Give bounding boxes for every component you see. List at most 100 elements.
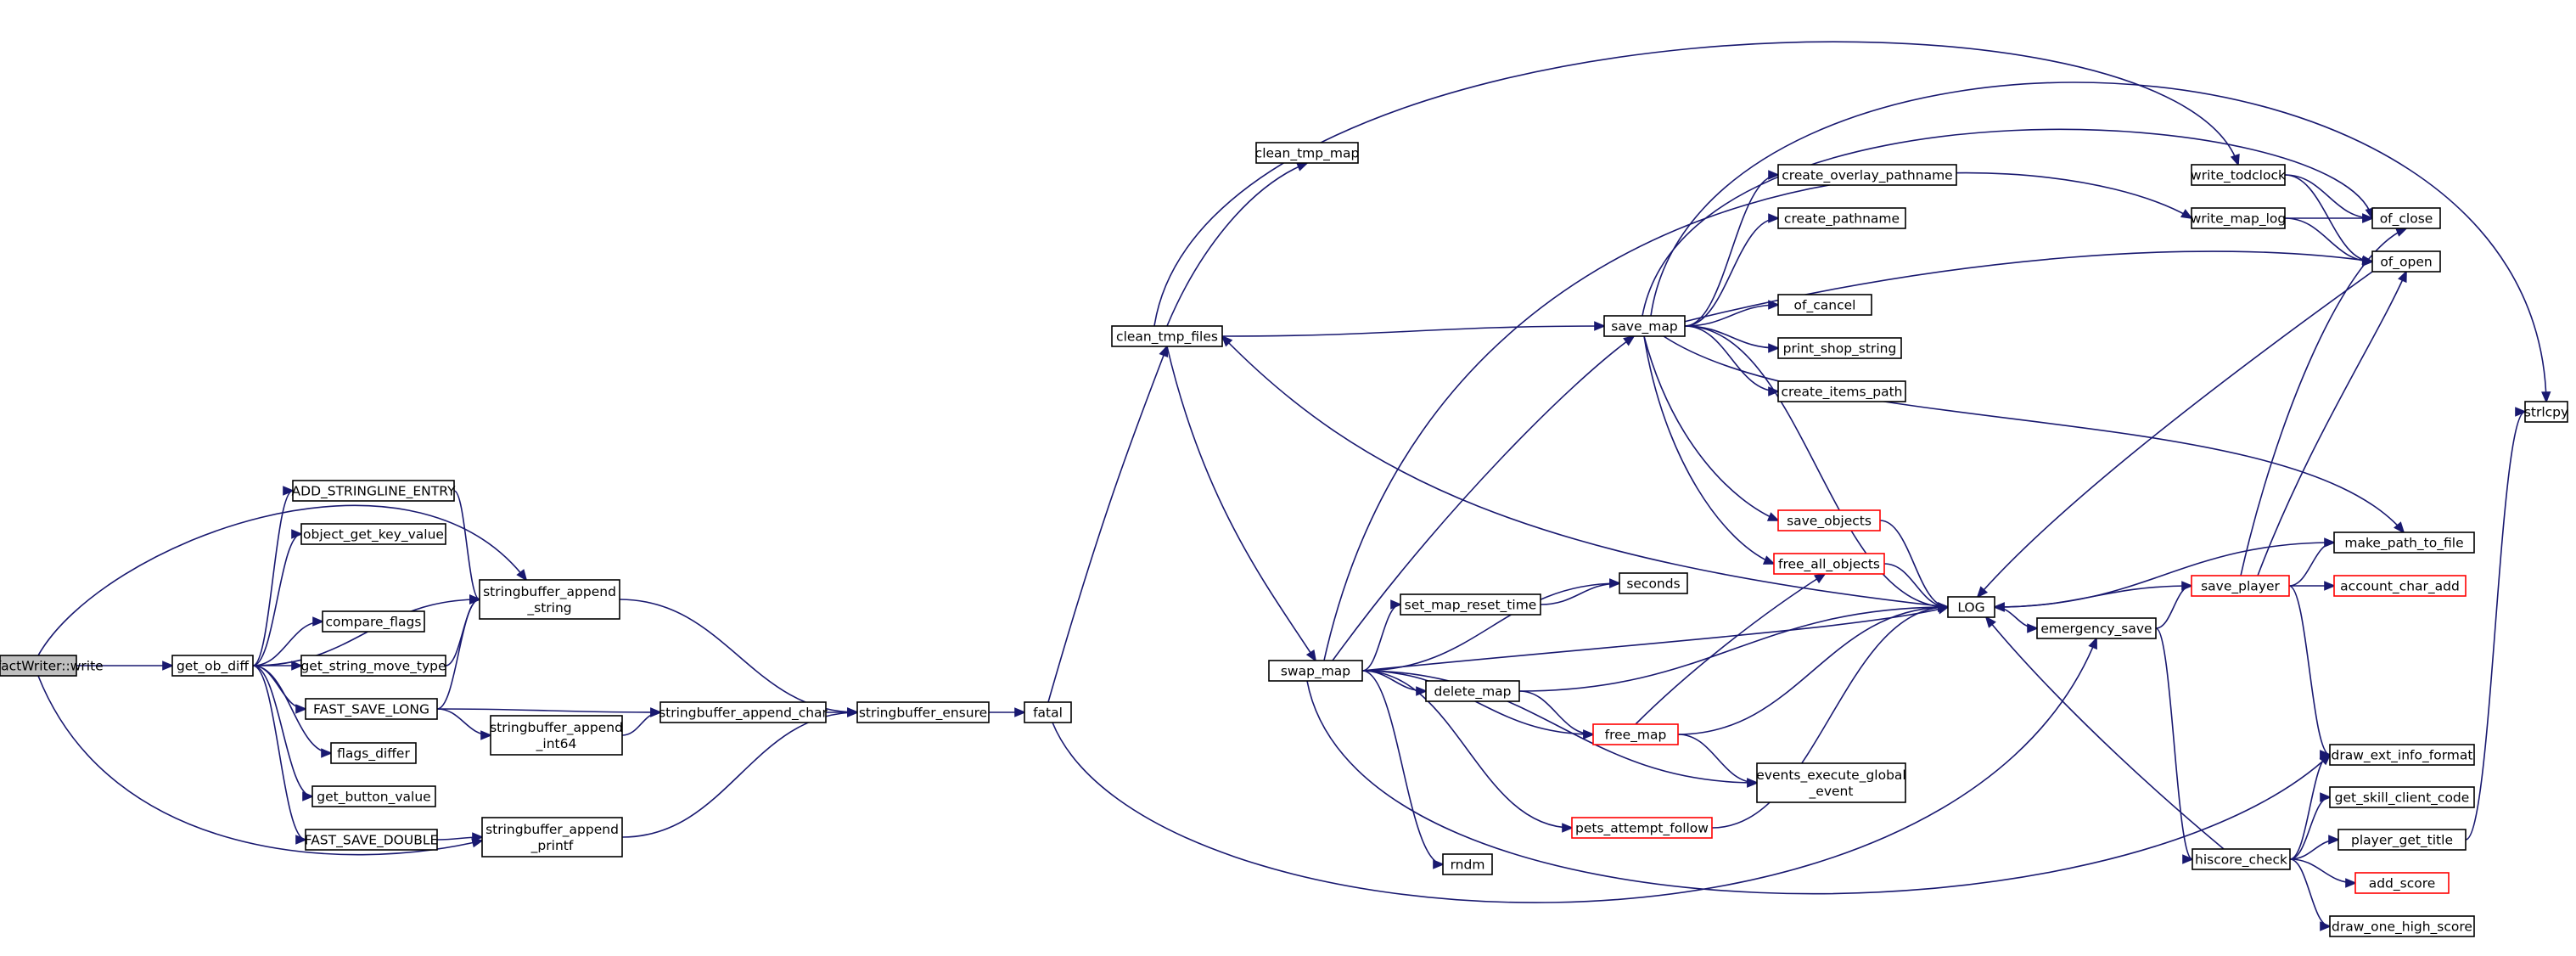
node-save-map[interactable]: save_map <box>1603 315 1686 337</box>
node-label: FAST_SAVE_DOUBLE <box>305 833 439 849</box>
node-box <box>2333 575 2467 597</box>
node-artifactwriter-write[interactable]: ArtifactWriter::write <box>0 655 104 677</box>
node-label: free_map <box>1605 728 1667 744</box>
node-create-overlay-pathname[interactable]: create_overlay_pathname <box>1777 164 1957 186</box>
edge-n39-n40 <box>2284 213 2375 223</box>
node-clean-tmp-map[interactable]: clean_tmp_map <box>1255 142 1360 164</box>
node-save-objects[interactable]: save_objects <box>1777 509 1881 531</box>
node-label: compare_flags <box>326 615 422 631</box>
edge-line <box>252 533 302 666</box>
edge-n42-n34 <box>1992 542 2335 612</box>
node-stringbuffer-ensure[interactable]: stringbuffer_ensure <box>856 701 990 723</box>
node-add-stringline-entry[interactable]: ADD_STRINGLINE_ENTRY <box>292 480 456 502</box>
node-box <box>1268 660 1363 682</box>
node-draw-one-high-score[interactable]: draw_one_high_score <box>2329 915 2475 937</box>
node-delete-map[interactable]: delete_map <box>1425 680 1520 702</box>
node-box <box>481 817 623 858</box>
node-of-open[interactable]: of_open <box>2371 250 2441 273</box>
node-box <box>2191 207 2286 229</box>
node-label: save_player <box>2201 579 2280 595</box>
node-write-todclock[interactable]: write_todclock <box>2191 164 2286 186</box>
edge-arrowhead <box>302 791 315 801</box>
node-free-map[interactable]: free_map <box>1592 723 1679 745</box>
node-fast-save-double[interactable]: FAST_SAVE_DOUBLE <box>305 829 439 851</box>
edge-n16-n38 <box>1153 41 2240 327</box>
node-player-get-title[interactable]: player_get_title <box>2337 829 2467 851</box>
edge-line <box>619 599 858 713</box>
node-create-items-path[interactable]: create_items_path <box>1777 380 1906 402</box>
edge-n15-n35 <box>1052 637 2097 903</box>
node-label: of_close <box>2380 211 2433 228</box>
node-stringbuffer-append-printf[interactable]: stringbuffer_append_printf <box>481 817 623 858</box>
node-label: print_shop_string <box>1783 341 1897 357</box>
edge-n38-n40 <box>2284 174 2375 223</box>
node-save-player[interactable]: save_player <box>2191 575 2290 597</box>
node-clean-tmp-files[interactable]: clean_tmp_files <box>1111 325 1223 347</box>
edge-line <box>1047 346 1168 703</box>
node-label: create_pathname <box>1784 211 1900 228</box>
edge-n1-n3 <box>252 529 304 666</box>
edge-n36-n44 <box>2288 585 2332 760</box>
node-set-map-reset-time[interactable]: set_map_reset_time <box>1400 593 1541 616</box>
node-rndm[interactable]: rndm <box>1442 853 1493 875</box>
node-label: stringbuffer_append <box>490 720 623 736</box>
edge-line <box>1153 41 2239 327</box>
node-label: rndm <box>1451 858 1485 873</box>
edge-line <box>621 711 661 736</box>
node-strlcpy[interactable]: strlcpy <box>2524 401 2568 423</box>
node-hiscore-check[interactable]: hiscore_check <box>2192 848 2291 870</box>
node-box <box>2329 915 2475 937</box>
node-fast-save-long[interactable]: FAST_SAVE_LONG <box>305 698 438 720</box>
node-log[interactable]: LOG <box>1947 596 1995 618</box>
node-stringbuffer-append-char[interactable]: stringbuffer_append_char <box>659 701 828 723</box>
node-label: delete_map <box>1434 684 1511 700</box>
node-of-cancel[interactable]: of_cancel <box>1777 294 1872 316</box>
edge-n20-n21 <box>1518 690 1596 739</box>
edge-arrowhead <box>1813 572 1827 584</box>
edge-line <box>1306 680 2331 895</box>
node-of-close[interactable]: of_close <box>2371 207 2441 229</box>
node-label: stringbuffer_append <box>485 822 619 838</box>
node-box <box>1756 762 1906 803</box>
node-pets-attempt-follow[interactable]: pets_attempt_follow <box>1571 817 1713 839</box>
node-print-shop-string[interactable]: print_shop_string <box>1777 337 1902 359</box>
node-draw-ext-info-format[interactable]: draw_ext_info_format <box>2329 744 2475 766</box>
edge-line <box>2284 217 2373 262</box>
node-fatal[interactable]: fatal <box>1024 701 1072 723</box>
edge-n19-n24 <box>1540 578 1622 605</box>
node-add-score[interactable]: add_score <box>2354 872 2450 894</box>
node-get-string-move-type[interactable]: get_string_move_type <box>300 655 446 677</box>
node-free-all-objects[interactable]: free_all_objects <box>1773 553 1885 575</box>
node-box <box>1777 337 1902 359</box>
node-get-button-value[interactable]: get_button_value <box>311 785 436 807</box>
node-stringbuffer-append-string[interactable]: stringbuffer_append_string <box>479 579 620 620</box>
node-label: write_map_log <box>2191 211 2287 228</box>
edge-line <box>252 490 294 666</box>
edge-line <box>436 708 661 713</box>
edge-n18-n22 <box>1361 670 1574 833</box>
edge-line <box>1663 335 2405 533</box>
node-get-ob-diff[interactable]: get_ob_diff <box>171 655 254 677</box>
edge-arrowhead <box>2394 228 2408 237</box>
node-write-map-log[interactable]: write_map_log <box>2191 207 2287 229</box>
edge-n15-n16 <box>1047 345 1169 703</box>
node-compare-flags[interactable]: compare_flags <box>322 610 425 633</box>
edge-arrowhead <box>2320 792 2332 802</box>
node-swap-map[interactable]: swap_map <box>1268 660 1363 682</box>
edge-line <box>1684 325 1779 392</box>
node-seconds[interactable]: seconds <box>1619 572 1688 594</box>
node-stringbuffer-append-int64[interactable]: stringbuffer_append_int64 <box>490 715 623 756</box>
node-get-skill-client-code[interactable]: get_skill_client_code <box>2329 786 2475 808</box>
node-flags-differ[interactable]: flags_differ <box>330 742 417 764</box>
edge-n18-n39 <box>1323 172 2193 661</box>
edge-arrowhead <box>1305 649 1317 662</box>
node-create-pathname[interactable]: create_pathname <box>1777 207 1906 229</box>
node-make-path-to-file[interactable]: make_path_to_file <box>2333 531 2475 554</box>
node-events-execute-global-event[interactable]: events_execute_global_event <box>1756 762 1906 803</box>
node-box <box>2036 617 2157 639</box>
node-box <box>1255 142 1359 164</box>
edge-n37-n34 <box>1984 616 2225 850</box>
node-emergency-save[interactable]: emergency_save <box>2036 617 2157 639</box>
node-account-char-add[interactable]: account_char_add <box>2333 575 2467 597</box>
node-object-get-key-value[interactable]: object_get_key_value <box>300 523 446 545</box>
